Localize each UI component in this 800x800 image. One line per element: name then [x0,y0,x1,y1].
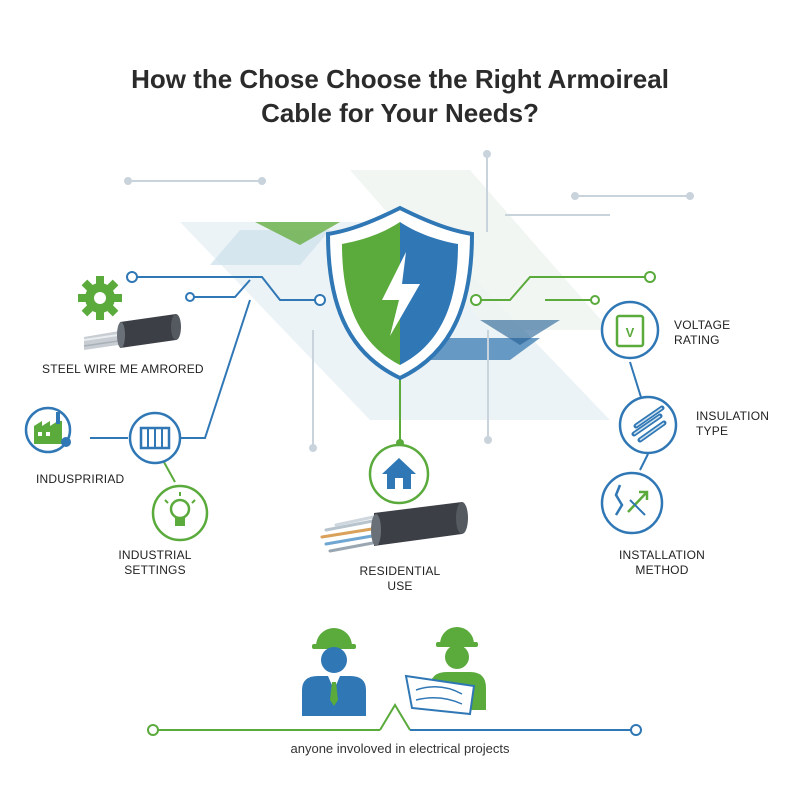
label-installation-method: INSTALLATION METHOD [619,548,705,577]
engineer-icon [302,628,366,716]
label-induspriad: INDUSPRIRIAD [36,472,125,486]
label-voltage-rating: VOLTAGE RATING [674,318,731,347]
house-icon [368,443,430,505]
title-line-1: How the Chose Choose the Right Armoireal [131,64,669,94]
installation-icon [600,471,664,535]
factory-icon [24,406,72,454]
decorative-lines [124,150,694,452]
title-line-2: Cable for Your Needs? [261,98,539,128]
engineer-with-plan-icon [404,627,486,716]
footer-caption: anyone involoved in electrical projects [290,741,510,756]
steel-wire-cable [83,314,181,350]
label-steel-wire: STEEL WIRE ME AMRORED [42,362,204,376]
shield-bolt-icon [325,205,475,381]
label-industrial-settings: INDUSTRIAL SETTINGS [118,548,192,577]
gear-icon [78,276,122,320]
page-title: How the Chose Choose the Right Armoireal… [60,62,740,130]
switchgear-icon [128,411,182,465]
label-insulation-type: INSULATION TYPE [696,409,770,438]
voltage-meter-icon: V [600,300,660,360]
residential-cable [320,502,468,553]
lightbulb-icon [151,484,209,542]
insulation-bundle-icon [618,395,678,455]
connector-lines [90,271,656,736]
svg-text:V: V [626,325,635,340]
label-residential-use: RESIDENTIAL USE [359,564,441,593]
